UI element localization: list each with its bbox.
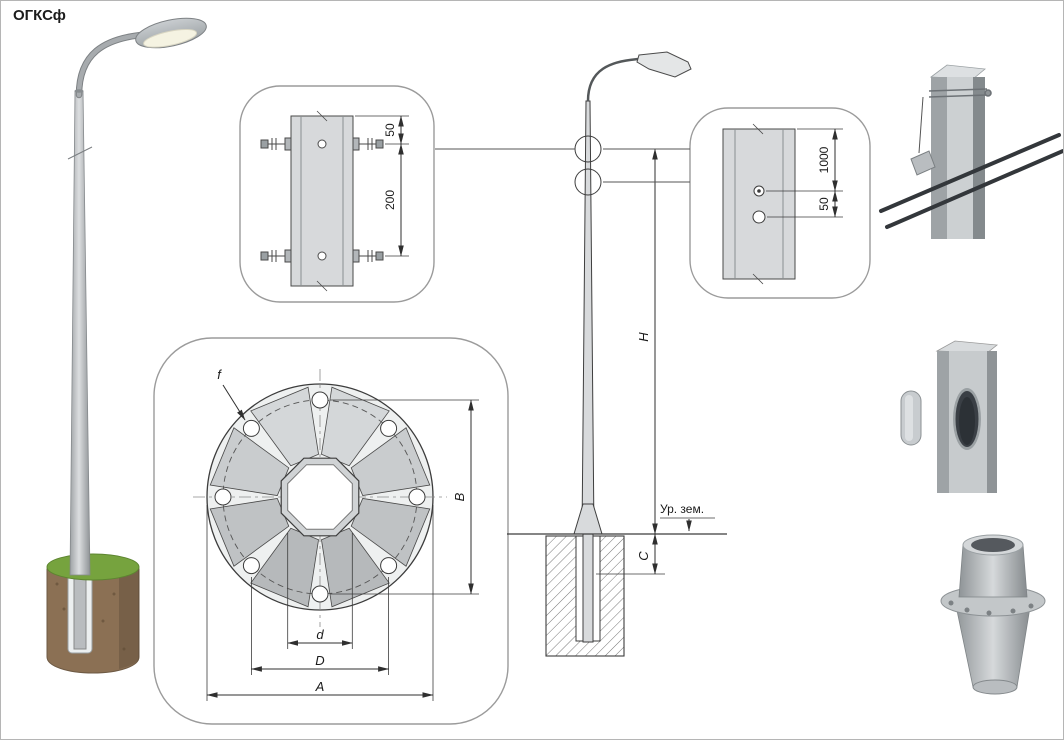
flange-bolts [948,600,1034,616]
tube-opening [971,538,1015,552]
detail-callout-flange-plan: f B d D A [153,337,509,725]
anchor-rods [879,133,1063,229]
center-octagon-inner [287,464,353,530]
column-3d [929,64,986,239]
break-mark-top [316,110,328,122]
bolt-holes [214,391,426,603]
dimension-group: 50 200 [355,115,409,257]
dim-label-top-offset: 50 [383,123,397,137]
render-foundation-shell [929,519,1063,701]
pole-top-cap [74,89,84,93]
flange-plate-plan [193,369,447,627]
pole-outline [573,51,692,643]
lamp-arm-3d [75,31,145,99]
lamp-head-3d [135,17,207,49]
dim-label-B: B [452,492,467,501]
dimension-group: f B d D A [206,367,479,701]
ground-level-mark: Ур. зем. [660,502,715,532]
bolt-assembly-lower [260,249,384,263]
lamp-arm [586,57,640,102]
pole-elevation-drawing: Ур. зем. H C [499,39,734,674]
page-title: ОГКСф [13,7,66,24]
dim-label-C: C [636,551,651,561]
detail-callout-cable-entry: 1000 50 [689,107,871,299]
dim-label-bolt-spacing: 200 [383,190,397,210]
break-mark-bottom [752,273,764,285]
detail-circle-lower [574,168,602,196]
cover-plate [900,390,922,446]
grass-top [46,553,140,581]
pole-embedded-part [582,533,594,643]
dim-label-H: H [636,332,651,342]
lamp-head [636,51,692,78]
shell-upper-tube [958,534,1028,598]
dimension-group: 1000 50 [766,128,843,218]
ground-level-label: Ур. зем. [660,502,704,516]
pole-section-view [722,123,796,285]
pole-section-view [290,110,354,292]
dim-label-1000: 1000 [817,146,831,173]
cone-fitting [910,150,936,176]
hanger-wire [918,96,924,154]
render-hand-hole [897,333,1019,499]
ground-bolt-center [757,189,761,193]
pole-shaft [581,100,595,535]
dim-label-50: 50 [817,197,831,211]
break-mark-top [752,123,764,135]
dim-label-d: d [316,627,324,642]
break-mark-bottom [316,280,328,292]
detail-circle-upper [574,135,602,163]
shell-lower-cylinder [954,600,1032,695]
dimension-H: H [603,148,665,535]
render-anchor-rods [877,51,1063,241]
hand-hole [953,388,981,450]
pole-3d-render [19,9,219,687]
pole-shaft-3d [69,90,91,576]
binding-band [928,88,992,98]
dim-label-D: D [315,653,324,668]
bolt-assembly-upper [260,137,384,151]
pole-weld-mark [67,146,93,160]
dim-label-hole-f: f [217,367,222,382]
entry-hole [752,210,766,224]
detail-callout-top-bracket: 50 200 [239,85,435,303]
base-flare [573,503,603,535]
foundation-cylinder [46,553,140,674]
dimension-C: C [596,533,665,575]
dim-label-A: A [315,679,325,694]
